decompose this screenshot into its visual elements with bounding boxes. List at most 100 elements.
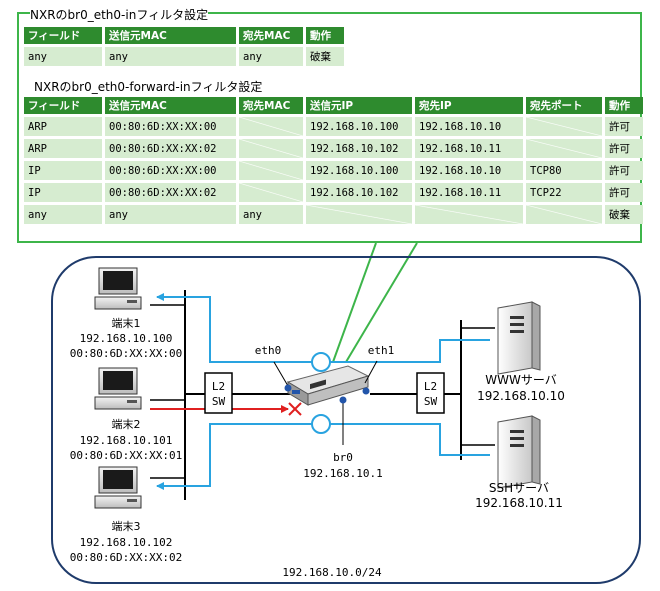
pc-icon — [94, 367, 142, 410]
table-header-row: フィールド 送信元MAC 宛先MAC 動作 — [24, 27, 344, 44]
allowed-flow-www — [156, 293, 490, 363]
server-icon — [497, 415, 541, 489]
table-cell — [239, 117, 303, 136]
terminal-1-mac: 00:80:6D:XX:XX:00 — [70, 347, 183, 360]
eth0-label: eth0 — [255, 344, 282, 357]
table-cell: 192.168.10.10 — [415, 117, 523, 136]
terminal-2-ip: 192.168.10.101 — [80, 434, 173, 447]
table-cell: 許可 — [605, 183, 643, 202]
pc-icon — [94, 466, 142, 509]
terminal-2-name: 端末2 — [112, 417, 141, 431]
column-header: 送信元IP — [306, 97, 412, 114]
left-switch — [204, 372, 233, 414]
pc-icon — [94, 267, 142, 310]
table-row: any any any 破棄 — [24, 47, 344, 66]
table-cell: 許可 — [605, 161, 643, 180]
table-cell: any — [24, 47, 102, 66]
www-server-ip: 192.168.10.10 — [477, 389, 565, 403]
table-header-row: フィールド 送信元MAC 宛先MAC 送信元IP 宛先IP 宛先ポート 動作 — [24, 97, 643, 114]
network-address: 192.168.10.0/24 — [282, 566, 382, 579]
table-cell — [239, 161, 303, 180]
br0-label: br0 — [333, 451, 353, 464]
left-switch-label-2: SW — [212, 395, 226, 408]
www-server-name: WWWサーバ — [485, 373, 556, 387]
table-cell: any — [105, 47, 236, 66]
column-header: フィールド — [24, 97, 102, 114]
router-icon — [286, 365, 370, 406]
eth1-pointer — [364, 360, 378, 384]
table-cell — [239, 183, 303, 202]
table-cell — [526, 117, 602, 136]
table-cell: 破棄 — [306, 47, 344, 66]
table-cell: any — [24, 205, 102, 224]
eth0-pointer — [273, 361, 289, 387]
table-cell: IP — [24, 161, 102, 180]
table-cell: 許可 — [605, 139, 643, 158]
filter-in-title: NXRのbr0_eth0-inフィルタ設定 — [30, 6, 209, 23]
table-cell: ARP — [24, 117, 102, 136]
column-header: 宛先MAC — [239, 97, 303, 114]
column-header: 宛先ポート — [526, 97, 602, 114]
table-cell: 00:80:6D:XX:XX:00 — [105, 161, 236, 180]
eth1-port — [362, 387, 370, 395]
column-header: 宛先IP — [415, 97, 523, 114]
terminal-1-ip: 192.168.10.100 — [80, 332, 173, 345]
right-switch-label-1: L2 — [424, 380, 437, 393]
table-cell: 192.168.10.10 — [415, 161, 523, 180]
table-cell: 00:80:6D:XX:XX:00 — [105, 117, 236, 136]
ssh-server-ip: 192.168.10.11 — [475, 496, 563, 510]
deny-x-mark — [288, 402, 302, 416]
right-switch-label-2: SW — [424, 395, 438, 408]
table-cell: 00:80:6D:XX:XX:02 — [105, 183, 236, 202]
table-cell: ARP — [24, 139, 102, 158]
eth0-port — [284, 384, 292, 392]
right-switch — [416, 372, 445, 414]
allowed-mark — [311, 352, 331, 372]
column-header: フィールド — [24, 27, 102, 44]
table-cell: any — [239, 205, 303, 224]
table-cell: TCP80 — [526, 161, 602, 180]
table-cell — [415, 205, 523, 224]
table-cell: 破棄 — [605, 205, 643, 224]
terminal-3-name: 端末3 — [112, 519, 141, 533]
ssh-server-name: SSHサーバ — [489, 481, 549, 495]
left-switch-label-1: L2 — [212, 380, 225, 393]
callout-line — [332, 242, 377, 363]
table-cell — [526, 205, 602, 224]
table-cell: any — [105, 205, 236, 224]
table-cell: 192.168.10.100 — [306, 117, 412, 136]
terminal-3-mac: 00:80:6D:XX:XX:02 — [70, 551, 183, 564]
allowed-mark — [311, 414, 331, 434]
table-cell: any — [239, 47, 303, 66]
terminal-1-name: 端末1 — [112, 316, 141, 330]
filter-in-table: フィールド 送信元MAC 宛先MAC 動作 any any any 破棄 — [21, 24, 347, 69]
column-header: 送信元MAC — [105, 97, 236, 114]
column-header: 動作 — [605, 97, 643, 114]
callout-line — [345, 242, 418, 363]
table-cell — [526, 139, 602, 158]
terminal-2-mac: 00:80:6D:XX:XX:01 — [70, 449, 183, 462]
br0-ip: 192.168.10.1 — [303, 467, 382, 480]
table-cell: 192.168.10.102 — [306, 139, 412, 158]
table-cell: 00:80:6D:XX:XX:02 — [105, 139, 236, 158]
table-cell: 192.168.10.11 — [415, 139, 523, 158]
br0-port — [339, 396, 347, 404]
terminal-3-ip: 192.168.10.102 — [80, 536, 173, 549]
server-icon — [497, 301, 541, 375]
table-cell: 192.168.10.11 — [415, 183, 523, 202]
filter-forward-table: フィールド 送信元MAC 宛先MAC 送信元IP 宛先IP 宛先ポート 動作 A… — [21, 94, 646, 227]
column-header: 動作 — [306, 27, 344, 44]
table-cell — [239, 139, 303, 158]
table-cell: TCP22 — [526, 183, 602, 202]
table-cell: IP — [24, 183, 102, 202]
eth1-label: eth1 — [368, 344, 395, 357]
column-header: 宛先MAC — [239, 27, 303, 44]
table-cell: 192.168.10.100 — [306, 161, 412, 180]
table-cell — [306, 205, 412, 224]
